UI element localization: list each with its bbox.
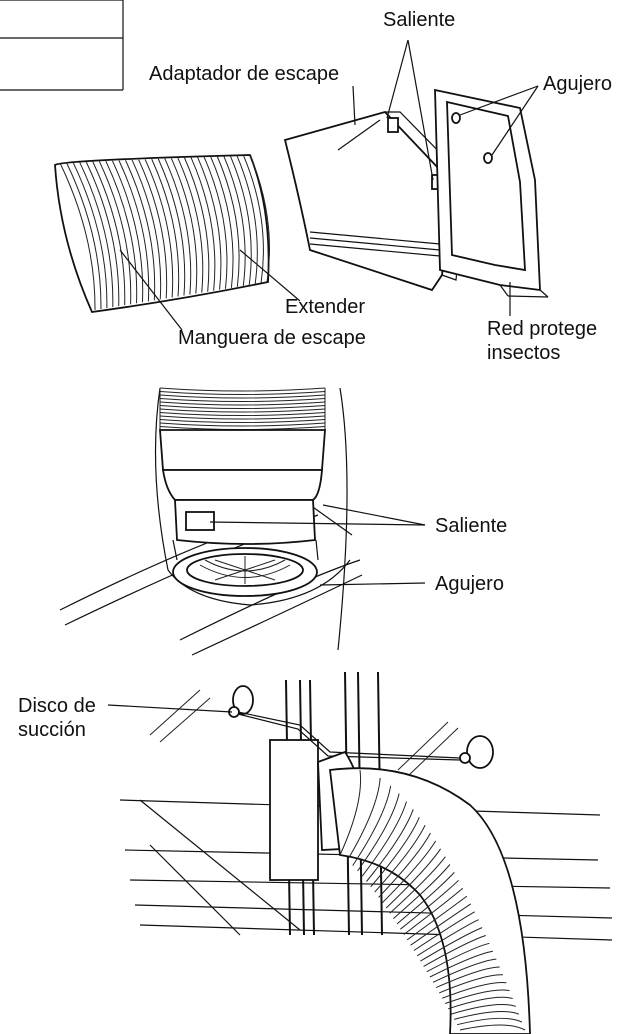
label-adaptador-de-escape: Adaptador de escape	[149, 63, 339, 85]
label-red-protege: Red protege	[487, 318, 597, 340]
figure-2-hose-connection: Saliente Agujero	[60, 388, 507, 655]
figure-1-exploded-view: Saliente Adaptador de escape Agujero Ext…	[0, 0, 612, 364]
figure-3-window-installation: Disco de succión	[18, 672, 612, 1034]
label-insectos: insectos	[487, 342, 560, 364]
hose-fitting-drawing	[160, 388, 325, 596]
figure-3-leader-line	[108, 705, 232, 712]
label-disco-de: Disco de	[18, 695, 96, 717]
window-hose-drawing	[318, 752, 530, 1034]
label-saliente-top: Saliente	[383, 9, 455, 31]
label-saliente-middle: Saliente	[435, 515, 507, 537]
label-manguera-de-escape: Manguera de escape	[178, 327, 366, 349]
label-extender: Extender	[285, 296, 365, 318]
label-agujero-top: Agujero	[543, 73, 612, 95]
insect-screen-drawing	[435, 90, 548, 297]
suction-cup-drawing	[229, 686, 493, 768]
exhaust-hose-drawing	[55, 155, 270, 312]
label-succion: succión	[18, 719, 86, 741]
partial-table-box	[0, 0, 123, 90]
label-agujero-middle: Agujero	[435, 573, 504, 595]
